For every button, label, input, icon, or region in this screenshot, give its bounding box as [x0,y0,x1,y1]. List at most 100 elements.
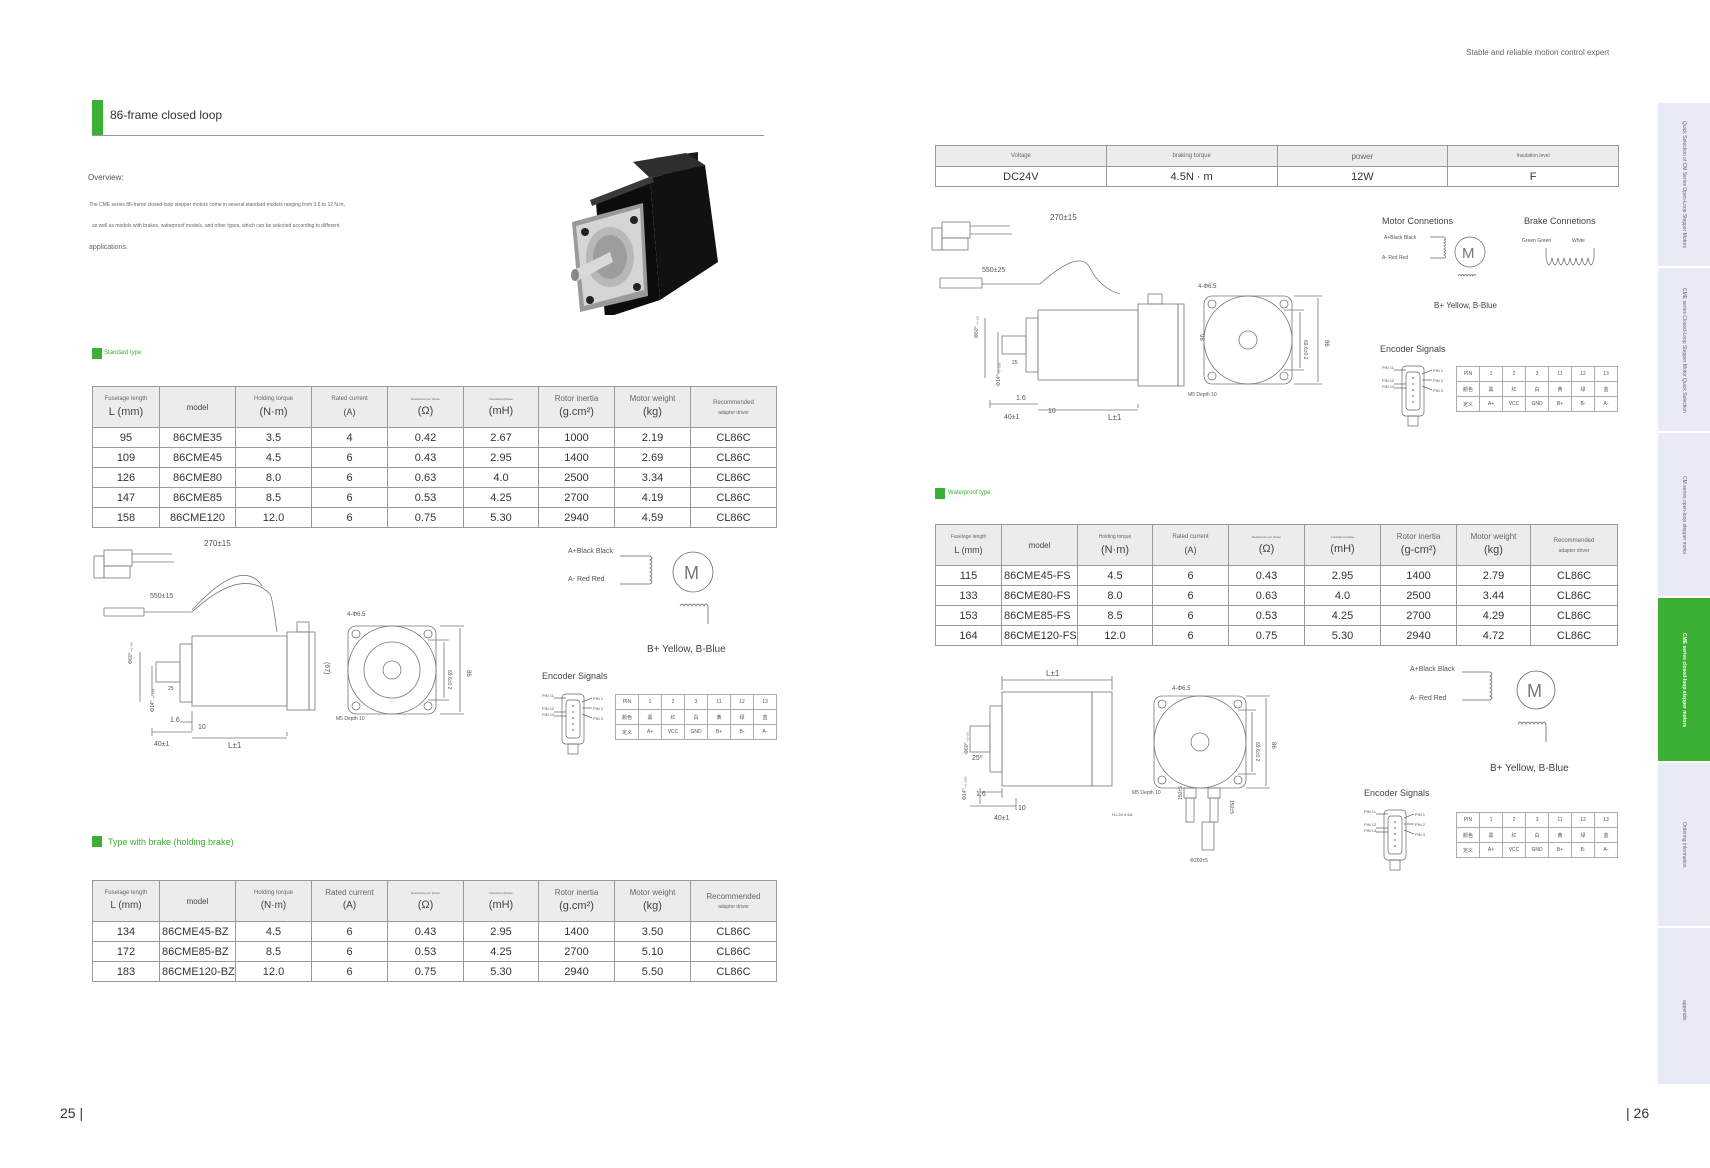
brake-green-label: Green Green [1522,238,1552,244]
encoder-signals-title-right: Encoder Signals [1380,344,1446,354]
waterproof-marker [935,488,945,499]
brake-specs-table: Voltage braking torque power Insulation … [935,145,1619,187]
th-inertia: Rotor inertia(g-cm²) [1380,524,1457,566]
svg-text:550±25: 550±25 [982,267,1005,274]
th-current: Rated current(A) [311,880,388,922]
th-weight: Motor weight(kg) [614,880,691,922]
th-model: model [159,386,236,428]
svg-text:PIN 11: PIN 11 [542,693,555,698]
standard-dimension-drawing: 270±15 550±15 L±1 40±1 10 1.6 25 4-Φ6.5 … [93,539,471,750]
svg-text:L±1: L±1 [1046,669,1060,678]
svg-text:Φ14⁰₋₀.₀₁₈: Φ14⁰₋₀.₀₁₈ [962,777,968,801]
svg-text:Φ200±5: Φ200±5 [1190,858,1208,864]
waterproof-dimension-drawing: L±1 40±1 10 1.6 25⁰ 4-Φ6.5 M5 Depth 10 H… [962,669,1276,864]
th-resistance: Resistance per phase(Ω) [1228,524,1305,566]
th-resistance: Resistance per phase(Ω) [387,386,464,428]
svg-text:Φ60⁰₋₀.₀₅: Φ60⁰₋₀.₀₅ [964,732,970,754]
svg-text:1.6: 1.6 [1016,395,1026,402]
svg-text:(67): (67) [323,662,330,674]
svg-text:PIN 12: PIN 12 [1382,378,1395,383]
brake-type-marker [92,836,102,847]
th-weight: Motor weight(kg) [614,386,691,428]
overview-line-1: The CME series 86-frame closed-loop step… [89,202,345,208]
svg-text:PIN 1: PIN 1 [1433,368,1444,373]
overview-label: Overview: [88,173,124,182]
side-tab-cme-closed-loop-selection[interactable]: CME series Closed-Loop Stepper Motor Qui… [1658,268,1710,432]
svg-text:M5 Depth 10: M5 Depth 10 [1188,392,1217,398]
encoder-signals-title: Encoder Signals [542,671,608,681]
svg-text:25: 25 [1012,360,1018,366]
svg-text:PIN 1: PIN 1 [1415,812,1426,817]
side-tab-cm-open-loop[interactable]: CM series open-loop stepper motor [1658,433,1710,597]
svg-text:M5 Depth 10: M5 Depth 10 [1132,790,1161,796]
th-inertia: Rotor inertia(g.cm²) [538,880,615,922]
encoder-signals-title-waterproof: Encoder Signals [1364,788,1430,798]
svg-text:25: 25 [168,686,174,692]
th-model: model [159,880,236,922]
encoder-connector-icon-waterproof: PIN 11 PIN 12 PIN 13 PIN 1 PIN 2 PIN 3 [1364,809,1426,871]
th-inertia: Rotor inertia(g.cm²) [538,386,615,428]
svg-text:L±1: L±1 [228,741,242,750]
svg-text:69.6±0.2: 69.6±0.2 [1254,742,1260,762]
svg-text:HJ-26·4·6A: HJ-26·4·6A [1112,812,1133,817]
th-current: Rated current(A) [1152,524,1229,566]
svg-text:270±15: 270±15 [1050,213,1077,222]
svg-text:PIN 11: PIN 11 [1382,365,1395,370]
brake-motor-dimension-drawing: 270±15 550±25 L±1 40±1 10 1.6 25 4-Φ6.5 … [931,213,1329,422]
svg-text:69.6±0.2: 69.6±0.2 [446,670,452,690]
header-tagline: Stable and reliable motion control exper… [1466,48,1610,57]
overview-line-3: applications. [89,244,128,251]
b-colors-label: B+ Yellow, B-Blue [647,644,726,655]
brake-type-label: Type with brake (holding brake) [108,837,234,847]
svg-text:4-Φ6.5: 4-Φ6.5 [1198,284,1217,290]
side-tab-appendix[interactable]: appendix [1658,928,1710,1085]
standard-label: Standard type [104,350,142,356]
section-title: 86-frame closed loop [110,108,223,122]
svg-text:4-Φ6.5: 4-Φ6.5 [347,612,366,618]
side-tab-cm-open-loop-selection[interactable]: Quick Selection of CM Series Open-Loop S… [1658,103,1710,267]
brake-connections-title: Brake Connetions [1524,216,1596,226]
svg-text:M5 Depth 10: M5 Depth 10 [336,716,365,722]
brake-white-label: White [1572,238,1585,244]
motor-winding-diagram-right: M [1430,236,1486,277]
th-inductance: Inductance/phase(mH) [463,386,539,428]
wire-a-plus-label-r: A+Black Black [1384,235,1417,241]
svg-text:550±15: 550±15 [150,593,173,600]
page-number-right: | 26 [1626,1105,1650,1121]
svg-text:1.6: 1.6 [976,791,986,798]
svg-text:10: 10 [1048,408,1056,415]
motor-product-image [571,152,718,315]
svg-text:Φ60⁰₋₀.₀₅: Φ60⁰₋₀.₀₅ [974,316,980,338]
svg-text:PIN 3: PIN 3 [1415,832,1426,837]
wire-a-minus-label: A- Red Red [568,576,605,583]
th-resistance: Resistance per phase(Ω) [387,880,464,922]
th-weight: Motor weight(kg) [1456,524,1531,566]
svg-text:PIN 13: PIN 13 [1382,384,1395,389]
svg-text:1.6: 1.6 [170,717,180,724]
motor-winding-diagram: M [620,551,714,624]
svg-text:Φ60⁰₋₀.₀₅: Φ60⁰₋₀.₀₅ [128,642,134,664]
svg-text:40±1: 40±1 [154,741,170,748]
th-torque: Holding torque(N·m) [1077,524,1153,566]
overview-line-2: as well as models with brakes, waterproo… [92,223,340,229]
side-tab-cme-closed-loop[interactable]: CME series closed-loop stepper motors [1658,598,1710,762]
side-tab-ordering-information[interactable]: Ordering information [1658,763,1710,927]
wire-a-plus-label: A+Black Black [568,548,613,555]
svg-text:PIN 13: PIN 13 [1364,828,1377,833]
